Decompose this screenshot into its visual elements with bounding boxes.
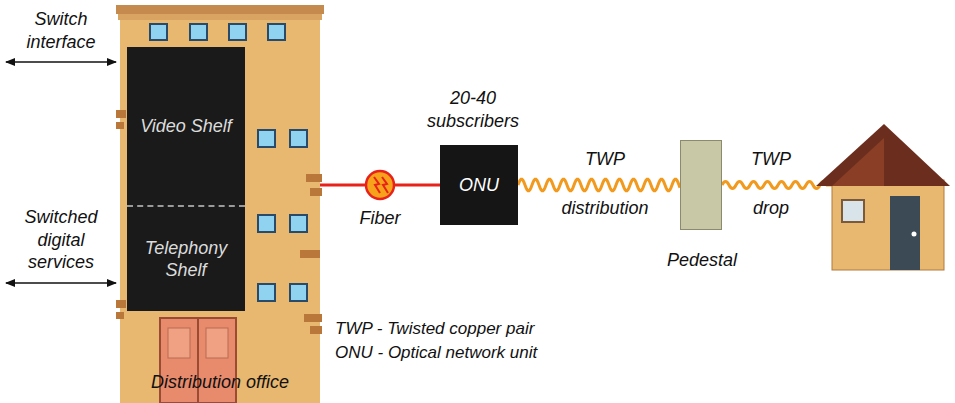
- line-label: TWP: [736, 148, 806, 171]
- building-window: [258, 215, 275, 232]
- video-shelf: Video Shelf: [127, 47, 245, 207]
- interface-arrow: [6, 61, 116, 63]
- node-title: Pedestal: [647, 249, 757, 272]
- building-window: [229, 24, 246, 40]
- house: [816, 124, 950, 186]
- onu-box: 20-40 subscribersONU: [440, 145, 518, 225]
- telephony-shelf: Telephony Shelf: [127, 207, 245, 311]
- office-building: [116, 312, 124, 319]
- note-text: TWP - Twisted copper pair: [335, 318, 665, 339]
- label-slot: drop: [736, 197, 806, 220]
- line-label: TWP: [565, 148, 645, 171]
- house: [816, 124, 950, 270]
- office-building: [116, 122, 124, 129]
- line-label: Switched digital services: [4, 206, 118, 274]
- building-window: [290, 215, 307, 232]
- label-slot: TWP - Twisted copper pair: [335, 318, 665, 339]
- line-label: distribution: [540, 197, 670, 220]
- office-building: [120, 5, 320, 403]
- office-building: [304, 314, 322, 322]
- fiber-connector-symbol: [374, 177, 380, 193]
- office-building: [300, 250, 320, 258]
- building-window: [150, 24, 167, 40]
- shelf-name: Telephony Shelf: [136, 237, 236, 282]
- edge-label-slot: Fiber: [330, 207, 430, 230]
- office-building: [116, 110, 126, 118]
- node-title: ONU: [440, 145, 518, 225]
- shelf-name: Video Shelf: [140, 115, 232, 138]
- edge-label: Fiber: [330, 207, 430, 230]
- label-slot: Switched digital services: [4, 206, 118, 274]
- label-slot: TWP: [565, 148, 645, 171]
- fiber-connector-symbol: [382, 177, 388, 193]
- building-window: [190, 24, 207, 40]
- line-label: Switch interface: [4, 8, 118, 53]
- label-slot: TWP: [736, 148, 806, 171]
- building-door: [206, 328, 228, 358]
- pedestal-box: Pedestal: [680, 140, 722, 230]
- building-window: [268, 24, 285, 40]
- building-window: [290, 284, 307, 301]
- office-building-box: Distribution office Video ShelfTelephony …: [120, 5, 320, 403]
- label-slot: distribution: [540, 197, 670, 220]
- interface-arrow: [6, 282, 116, 284]
- building-window: [258, 284, 275, 301]
- building-window: [290, 130, 307, 147]
- note-text: ONU - Optical network unit: [335, 342, 665, 363]
- office-building: [116, 5, 324, 403]
- office-building: [306, 174, 322, 182]
- building-window: [258, 130, 275, 147]
- house: [912, 232, 917, 237]
- office-building: [310, 188, 322, 196]
- office-building: [310, 326, 322, 334]
- twisted-pair-wire: [518, 179, 680, 191]
- house: [832, 138, 884, 186]
- house: [890, 196, 920, 270]
- node-title: Distribution office: [151, 371, 289, 394]
- fiber-connector-symbol: [366, 171, 394, 199]
- line-label: drop: [736, 197, 806, 220]
- label-slot: ONU - Optical network unit: [335, 342, 665, 363]
- house: [832, 180, 944, 270]
- interface-arrow: [6, 62, 116, 283]
- building-door: [168, 328, 190, 358]
- house: [842, 200, 864, 222]
- office-building: [116, 5, 324, 14]
- fiber-connector-symbol: [366, 171, 394, 199]
- label-slot: Switch interface: [4, 8, 118, 53]
- office-building: [116, 300, 126, 308]
- office-building: [118, 14, 322, 20]
